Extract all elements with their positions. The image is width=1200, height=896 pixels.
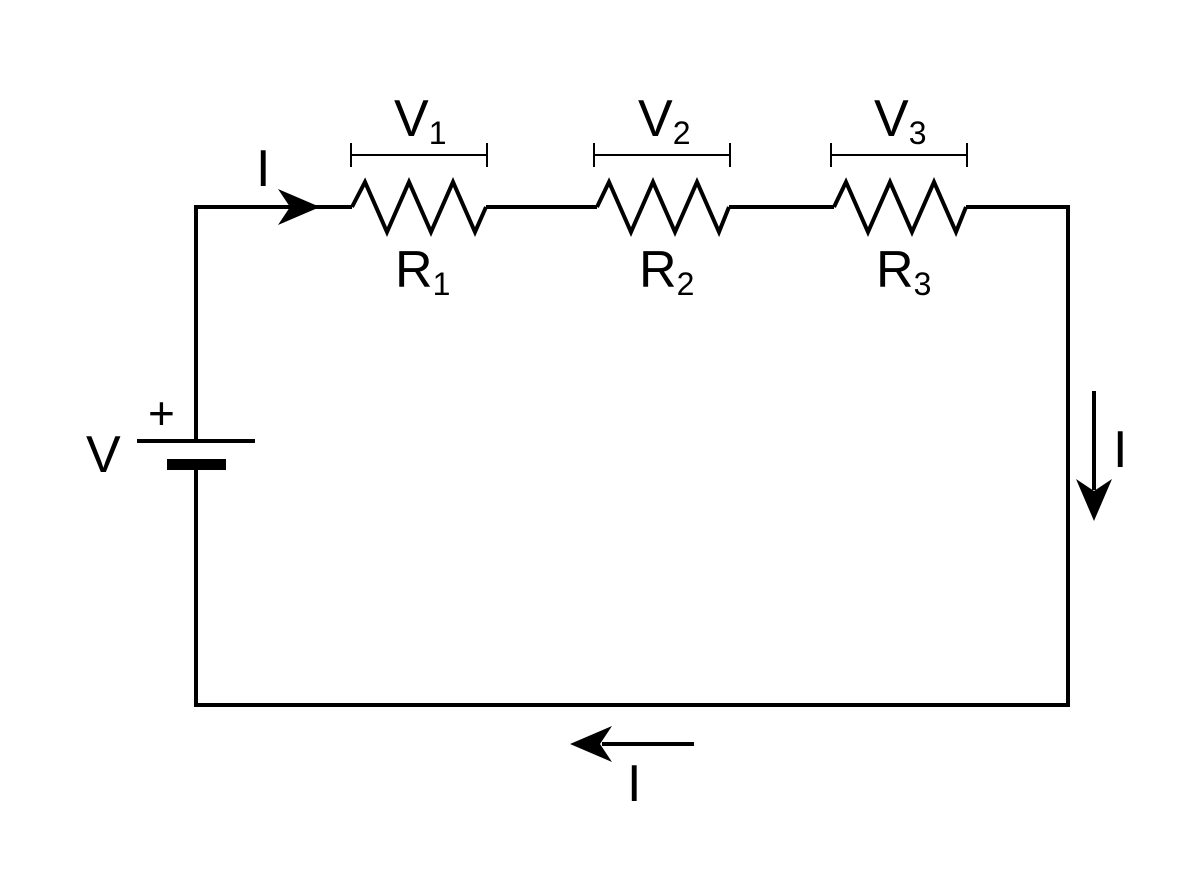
resistor-r2: V2 R2 bbox=[593, 90, 731, 302]
current-arrow-left-icon bbox=[570, 726, 612, 762]
current-arrow-down-icon bbox=[1076, 479, 1112, 521]
current-label-bottom: I bbox=[627, 755, 641, 813]
battery-negative-plate bbox=[167, 459, 226, 470]
battery-polarity-plus: + bbox=[148, 387, 175, 439]
voltage-label-v3: V3 bbox=[874, 90, 926, 151]
resistor-r1: V1 R1 bbox=[350, 90, 488, 302]
wire-right-bottom bbox=[194, 205, 1070, 707]
resistor-label-r3: R3 bbox=[876, 241, 931, 302]
wire-left-upper bbox=[194, 205, 352, 441]
voltage-label-v2: V2 bbox=[638, 90, 690, 151]
resistor-label-r1: R1 bbox=[395, 241, 450, 302]
voltage-bracket-v2 bbox=[593, 143, 731, 167]
current-label-top: I bbox=[256, 140, 270, 198]
voltage-bracket-v1 bbox=[350, 143, 488, 167]
current-arrow-right-icon bbox=[278, 189, 320, 225]
current-arrow-right: I bbox=[1076, 391, 1127, 521]
current-arrow-bottom: I bbox=[570, 726, 694, 813]
resistor-r3-zigzag bbox=[832, 177, 968, 238]
resistor-label-r2: R2 bbox=[639, 241, 694, 302]
resistor-r2-zigzag bbox=[595, 177, 731, 238]
battery-label-v: V bbox=[86, 426, 121, 484]
voltage-bracket-v3 bbox=[830, 143, 968, 167]
current-arrow-top: I bbox=[256, 140, 320, 225]
current-label-right: I bbox=[1113, 421, 1127, 479]
voltage-label-v1: V1 bbox=[394, 90, 446, 151]
resistor-r3: V3 R3 bbox=[830, 90, 968, 302]
resistor-r1-zigzag bbox=[350, 177, 488, 237]
battery: + V bbox=[86, 387, 255, 484]
circuit-wires bbox=[194, 205, 1070, 707]
